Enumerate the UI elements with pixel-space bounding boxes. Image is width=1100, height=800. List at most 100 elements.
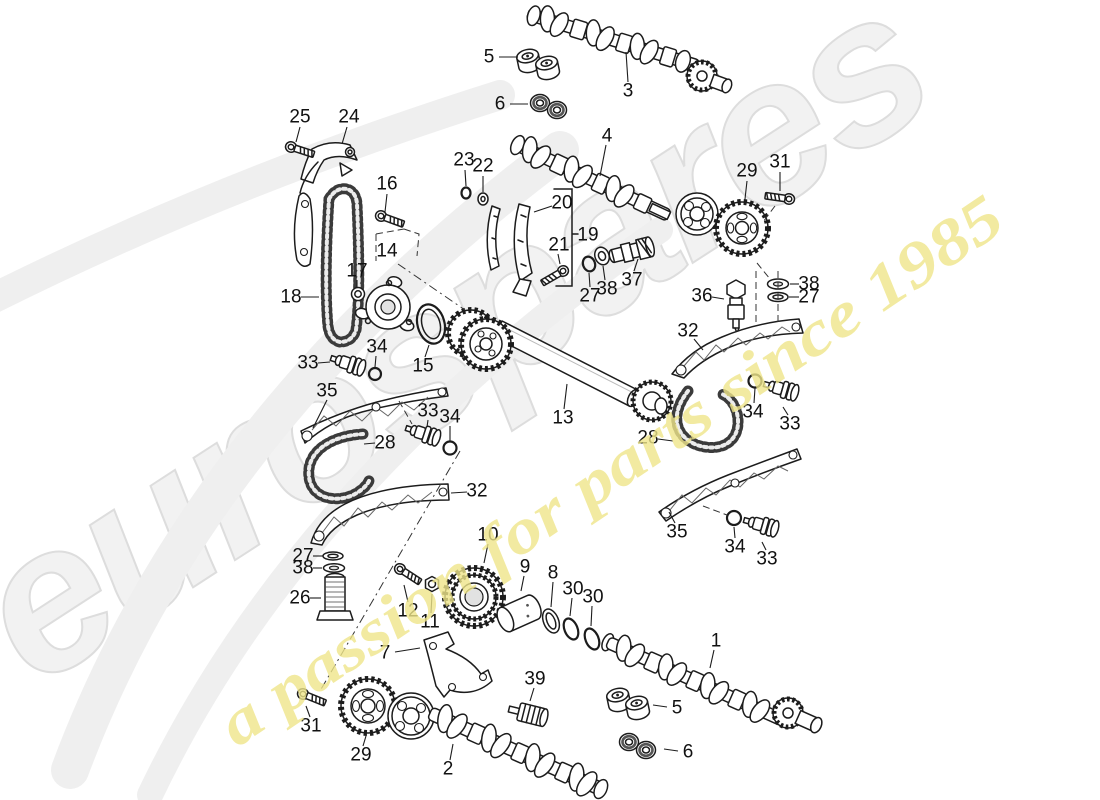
part-number-21: 21 [548,235,569,256]
part-number-12: 12 [397,601,418,622]
group-19-bracket [553,188,579,287]
seal-ring-15 [415,303,447,345]
leader-line [569,597,573,617]
part-number-34: 34 [724,537,746,558]
part-number-23: 23 [453,150,474,171]
part-number-38: 38 [292,558,313,579]
part-number-25: 25 [289,107,310,128]
leader-line [450,491,468,494]
part-number-7: 7 [380,643,391,664]
leader-line [693,338,704,351]
leader-line [625,51,629,83]
leader-line [590,605,593,627]
leader-line [341,126,348,145]
ring-8 [541,608,561,634]
guide-pad-20a [486,205,501,271]
camshaft-1 [601,633,823,734]
part-number-29: 29 [736,161,757,182]
part-number-19: 19 [577,225,598,246]
plug-33-right-lower [740,511,782,539]
leader-line [657,438,674,442]
ring-30b [583,627,601,651]
leader-line [464,169,467,187]
part-number-5: 5 [672,698,683,719]
leader-line [483,543,489,564]
bolt-16 [373,208,407,230]
tensioner-blade-24 [293,192,314,267]
mount-flange-14 [354,275,415,332]
intermediate-shaft-13 [445,307,674,423]
oil-valve-37 [608,236,656,264]
sprocket-29-top [713,199,771,257]
leader-line [374,355,377,368]
part-number-34: 34 [439,407,461,428]
part-number-28: 28 [637,428,658,449]
swoosh-ribbon [51,131,579,789]
washer-27-bottom [322,551,344,561]
leader-line [563,383,568,410]
part-number-38: 38 [798,274,819,295]
part-number-24: 24 [338,107,360,128]
camshaft-4 [509,134,719,236]
washer-22 [477,192,489,206]
part-number-8: 8 [548,563,559,584]
part-number-17: 17 [346,261,367,282]
leader-line [305,705,311,718]
leader-line [733,526,736,539]
swoosh-ribbon [0,80,515,312]
leader-line [312,399,328,429]
leader-line [668,511,676,524]
timing-chain-18 [320,183,365,348]
part-number-26: 26 [289,588,310,609]
part-number-18: 18 [280,287,301,308]
leader-line [424,344,430,358]
part-number-14: 14 [376,241,398,262]
part-number-20: 20 [551,193,572,214]
part-number-27: 27 [579,286,600,307]
cam-followers-top [514,46,562,83]
part-number-3: 3 [623,81,634,102]
part-number-5: 5 [484,47,495,68]
tensioner-26 [316,572,354,621]
leader-line [588,272,591,288]
camshaft-3 [526,5,733,94]
part-number-33: 33 [756,549,777,570]
leader-line [529,687,535,702]
part-number-6: 6 [495,94,506,115]
leader-line [363,442,376,445]
bracket-7 [423,631,493,698]
part-number-34: 34 [366,337,388,358]
part-number-35: 35 [666,522,687,543]
rollers-top [529,93,568,120]
part-number-6: 6 [683,742,694,763]
oring-34-left [367,366,383,382]
part-number-15: 15 [412,356,433,377]
part-number-31: 31 [769,152,790,173]
part-number-9: 9 [520,557,531,578]
part-number-36: 36 [691,286,712,307]
guide-rail-35-left [300,387,449,444]
leader-line [550,581,554,608]
part-number-27: 27 [292,546,313,567]
leader-line [295,126,301,143]
part-number-30: 30 [562,579,583,600]
part-number-16: 16 [376,174,397,195]
cam-followers-bottom [604,685,652,723]
oring-34-right-lower [725,509,743,527]
leader-line [426,419,429,428]
part-number-10: 10 [477,525,498,546]
leader-line [317,361,331,364]
camshaft-2 [387,692,609,800]
chain-tensioner-36 [726,279,746,336]
leader-line [711,296,725,300]
annotation-lines [319,188,779,692]
guide-rail-32-right [671,318,804,379]
leader-line [753,387,756,404]
part-number-11: 11 [420,612,440,633]
pin-39 [507,702,549,728]
part-number-28: 28 [374,433,395,454]
part-number-29: 29 [350,745,371,766]
part-number-22: 22 [472,156,493,177]
leader-line [557,253,561,265]
part-number-33: 33 [297,353,318,374]
